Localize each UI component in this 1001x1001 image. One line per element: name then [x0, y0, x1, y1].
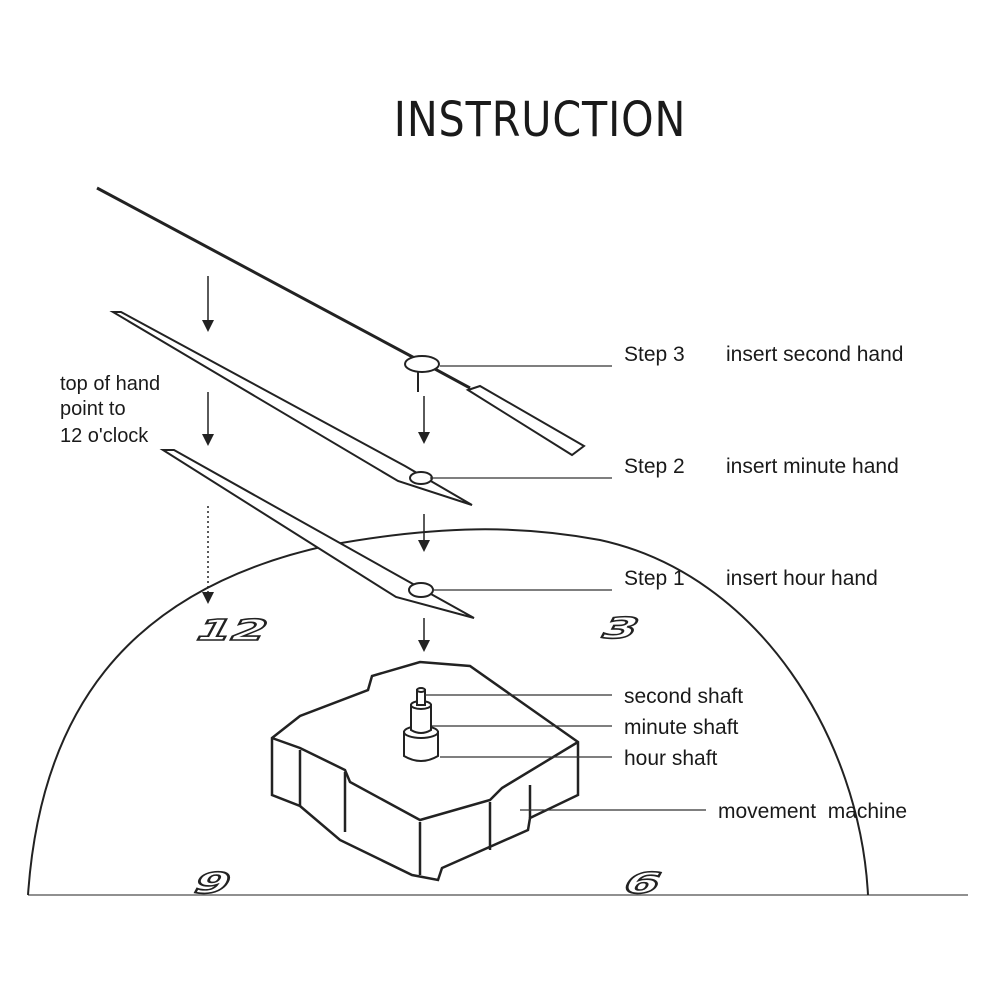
dial-numeral-3: 3	[594, 611, 647, 644]
shaft-assembly	[403, 687, 439, 762]
page-title: INSTRUCTION	[393, 92, 687, 148]
note-line-3: 12 o'clock	[60, 425, 149, 447]
step-3-action: insert second hand	[726, 343, 903, 366]
hour-shaft-label: hour shaft	[624, 747, 718, 770]
leader-lines	[425, 365, 706, 811]
dial-numeral-12: 12	[188, 613, 275, 646]
minute-shaft-label: minute shaft	[624, 716, 739, 739]
movement-machine	[270, 660, 580, 882]
step-2-label: Step 2	[624, 455, 685, 478]
hour-hand	[159, 449, 475, 619]
step-3-label: Step 3	[624, 343, 685, 366]
clock-face-outline	[27, 528, 869, 896]
second-hand	[96, 186, 586, 457]
minute-hand	[109, 311, 473, 506]
note-line-2: point to	[60, 398, 126, 420]
second-shaft-label: second shaft	[624, 685, 743, 708]
step-2-action: insert minute hand	[726, 455, 899, 478]
movement-machine-label: movement machine	[718, 800, 907, 823]
note-line-1: top of hand	[60, 373, 160, 395]
step-1-action: insert hour hand	[726, 567, 878, 590]
step-1-label: Step 1	[624, 567, 685, 590]
assembly-arrows	[202, 276, 430, 652]
